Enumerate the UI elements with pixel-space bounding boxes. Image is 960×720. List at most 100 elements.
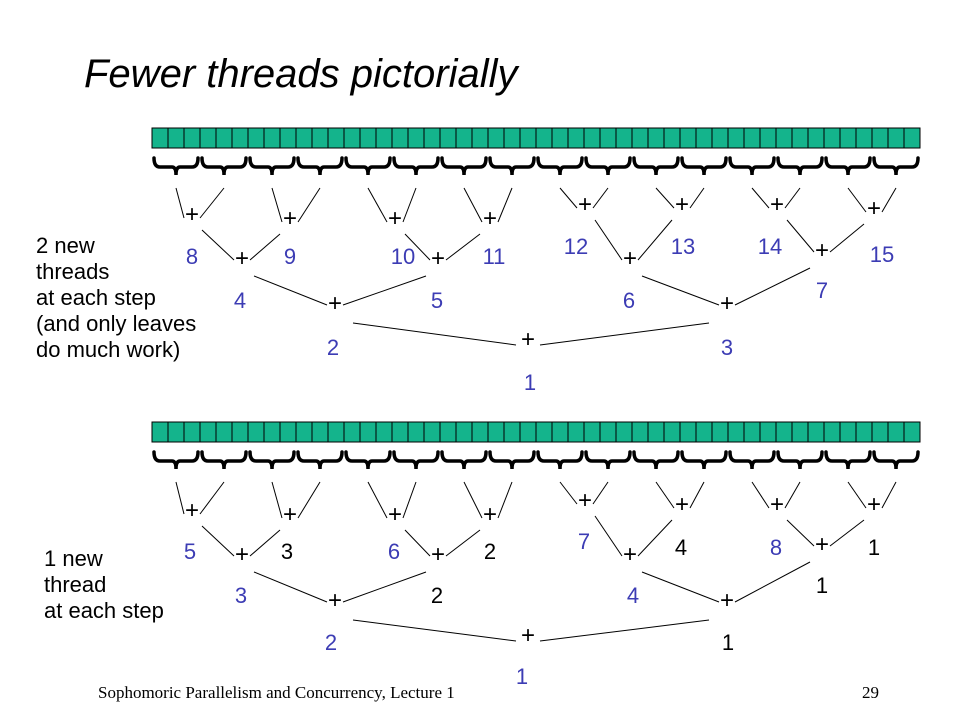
array-cell xyxy=(743,421,761,443)
tree-edge xyxy=(847,187,867,213)
array-cell xyxy=(311,421,329,443)
tree-edge xyxy=(404,529,431,557)
bottom-note-line: at each step xyxy=(44,598,164,623)
array-cell xyxy=(679,127,697,149)
tree-edge xyxy=(199,481,225,515)
tree-edge xyxy=(559,187,578,209)
group-brace xyxy=(488,156,536,176)
array-cell xyxy=(871,127,889,149)
array-cell xyxy=(455,421,473,443)
node-label: 1 xyxy=(816,573,828,598)
footer-page-number: 29 xyxy=(862,683,879,702)
group-brace xyxy=(200,450,248,470)
plus-node: + xyxy=(388,501,402,528)
array-cell xyxy=(471,127,489,149)
tree-edge xyxy=(404,233,431,261)
node-label: 14 xyxy=(758,234,782,259)
array-cell xyxy=(823,421,841,443)
node-label: 2 xyxy=(327,335,339,360)
array-cell xyxy=(839,421,857,443)
tree-edge xyxy=(445,529,481,557)
group-brace xyxy=(776,450,824,470)
tree-edge xyxy=(199,187,225,219)
array-cell xyxy=(855,421,873,443)
array-cell xyxy=(759,127,777,149)
node-label: 1 xyxy=(868,535,880,560)
node-label: 7 xyxy=(816,278,828,303)
tree-edge xyxy=(342,275,427,306)
array-cell xyxy=(311,127,329,149)
array-cell xyxy=(903,421,921,443)
array-cell xyxy=(695,127,713,149)
array-cell xyxy=(599,127,617,149)
array-cell xyxy=(279,421,297,443)
array-cell xyxy=(231,421,249,443)
array-cell xyxy=(631,421,649,443)
array-cell xyxy=(471,421,489,443)
group-brace xyxy=(392,450,440,470)
tree-edge xyxy=(786,219,815,253)
node-label: 13 xyxy=(671,234,695,259)
array-cell xyxy=(567,127,585,149)
plus-node: + xyxy=(483,501,497,528)
array-cell xyxy=(295,127,313,149)
array-cell xyxy=(519,127,537,149)
array-cell xyxy=(631,127,649,149)
tree-edge xyxy=(881,187,897,213)
tree-edge xyxy=(271,481,283,519)
group-brace xyxy=(824,156,872,176)
array-cell xyxy=(567,421,585,443)
array-cell xyxy=(407,421,425,443)
array-cell xyxy=(215,421,233,443)
array-cell xyxy=(183,421,201,443)
array-cell xyxy=(407,127,425,149)
tree-edge xyxy=(297,187,321,223)
node-label: 15 xyxy=(870,242,894,267)
node-label: 10 xyxy=(391,244,415,269)
tree-edge xyxy=(655,481,675,509)
bottom-note: 1 new thread at each step xyxy=(44,546,164,624)
plus-node: + xyxy=(675,191,689,218)
array-cell xyxy=(615,127,633,149)
top-note-line: threads xyxy=(36,259,110,284)
array-cell xyxy=(647,127,665,149)
plus-node: + xyxy=(328,290,342,317)
tree-edge xyxy=(559,481,578,505)
group-brace xyxy=(152,450,200,470)
array-cell xyxy=(215,127,233,149)
node-label: 9 xyxy=(284,244,296,269)
array-cell xyxy=(807,127,825,149)
plus-node: + xyxy=(283,205,297,232)
tree-edge xyxy=(829,223,865,253)
tree-edge xyxy=(594,219,623,261)
node-label: 6 xyxy=(388,539,400,564)
array-cell xyxy=(599,421,617,443)
tree-edge xyxy=(689,187,705,209)
plus-node: + xyxy=(623,541,637,568)
array-cell xyxy=(167,127,185,149)
group-brace xyxy=(872,450,920,470)
tree-edge xyxy=(497,187,513,223)
array-cell xyxy=(791,421,809,443)
node-label: 11 xyxy=(483,244,506,269)
array-cell xyxy=(247,421,265,443)
group-brace xyxy=(584,450,632,470)
plus-node: + xyxy=(521,326,535,353)
array-cell xyxy=(263,127,281,149)
tree-edge xyxy=(463,481,483,519)
group-brace xyxy=(536,156,584,176)
array-cell xyxy=(887,421,905,443)
array-cell xyxy=(359,421,377,443)
plus-node: + xyxy=(578,191,592,218)
array-cell xyxy=(647,421,665,443)
node-label: 3 xyxy=(235,583,247,608)
plus-node: + xyxy=(770,491,784,518)
array-cell xyxy=(503,421,521,443)
array-cell xyxy=(487,127,505,149)
tree-edge xyxy=(271,187,283,223)
top-note: 2 new threads at each step (and only lea… xyxy=(36,233,196,363)
node-label: 12 xyxy=(564,234,588,259)
array-cell xyxy=(183,127,201,149)
array-cell xyxy=(199,421,217,443)
array-cell xyxy=(663,421,681,443)
